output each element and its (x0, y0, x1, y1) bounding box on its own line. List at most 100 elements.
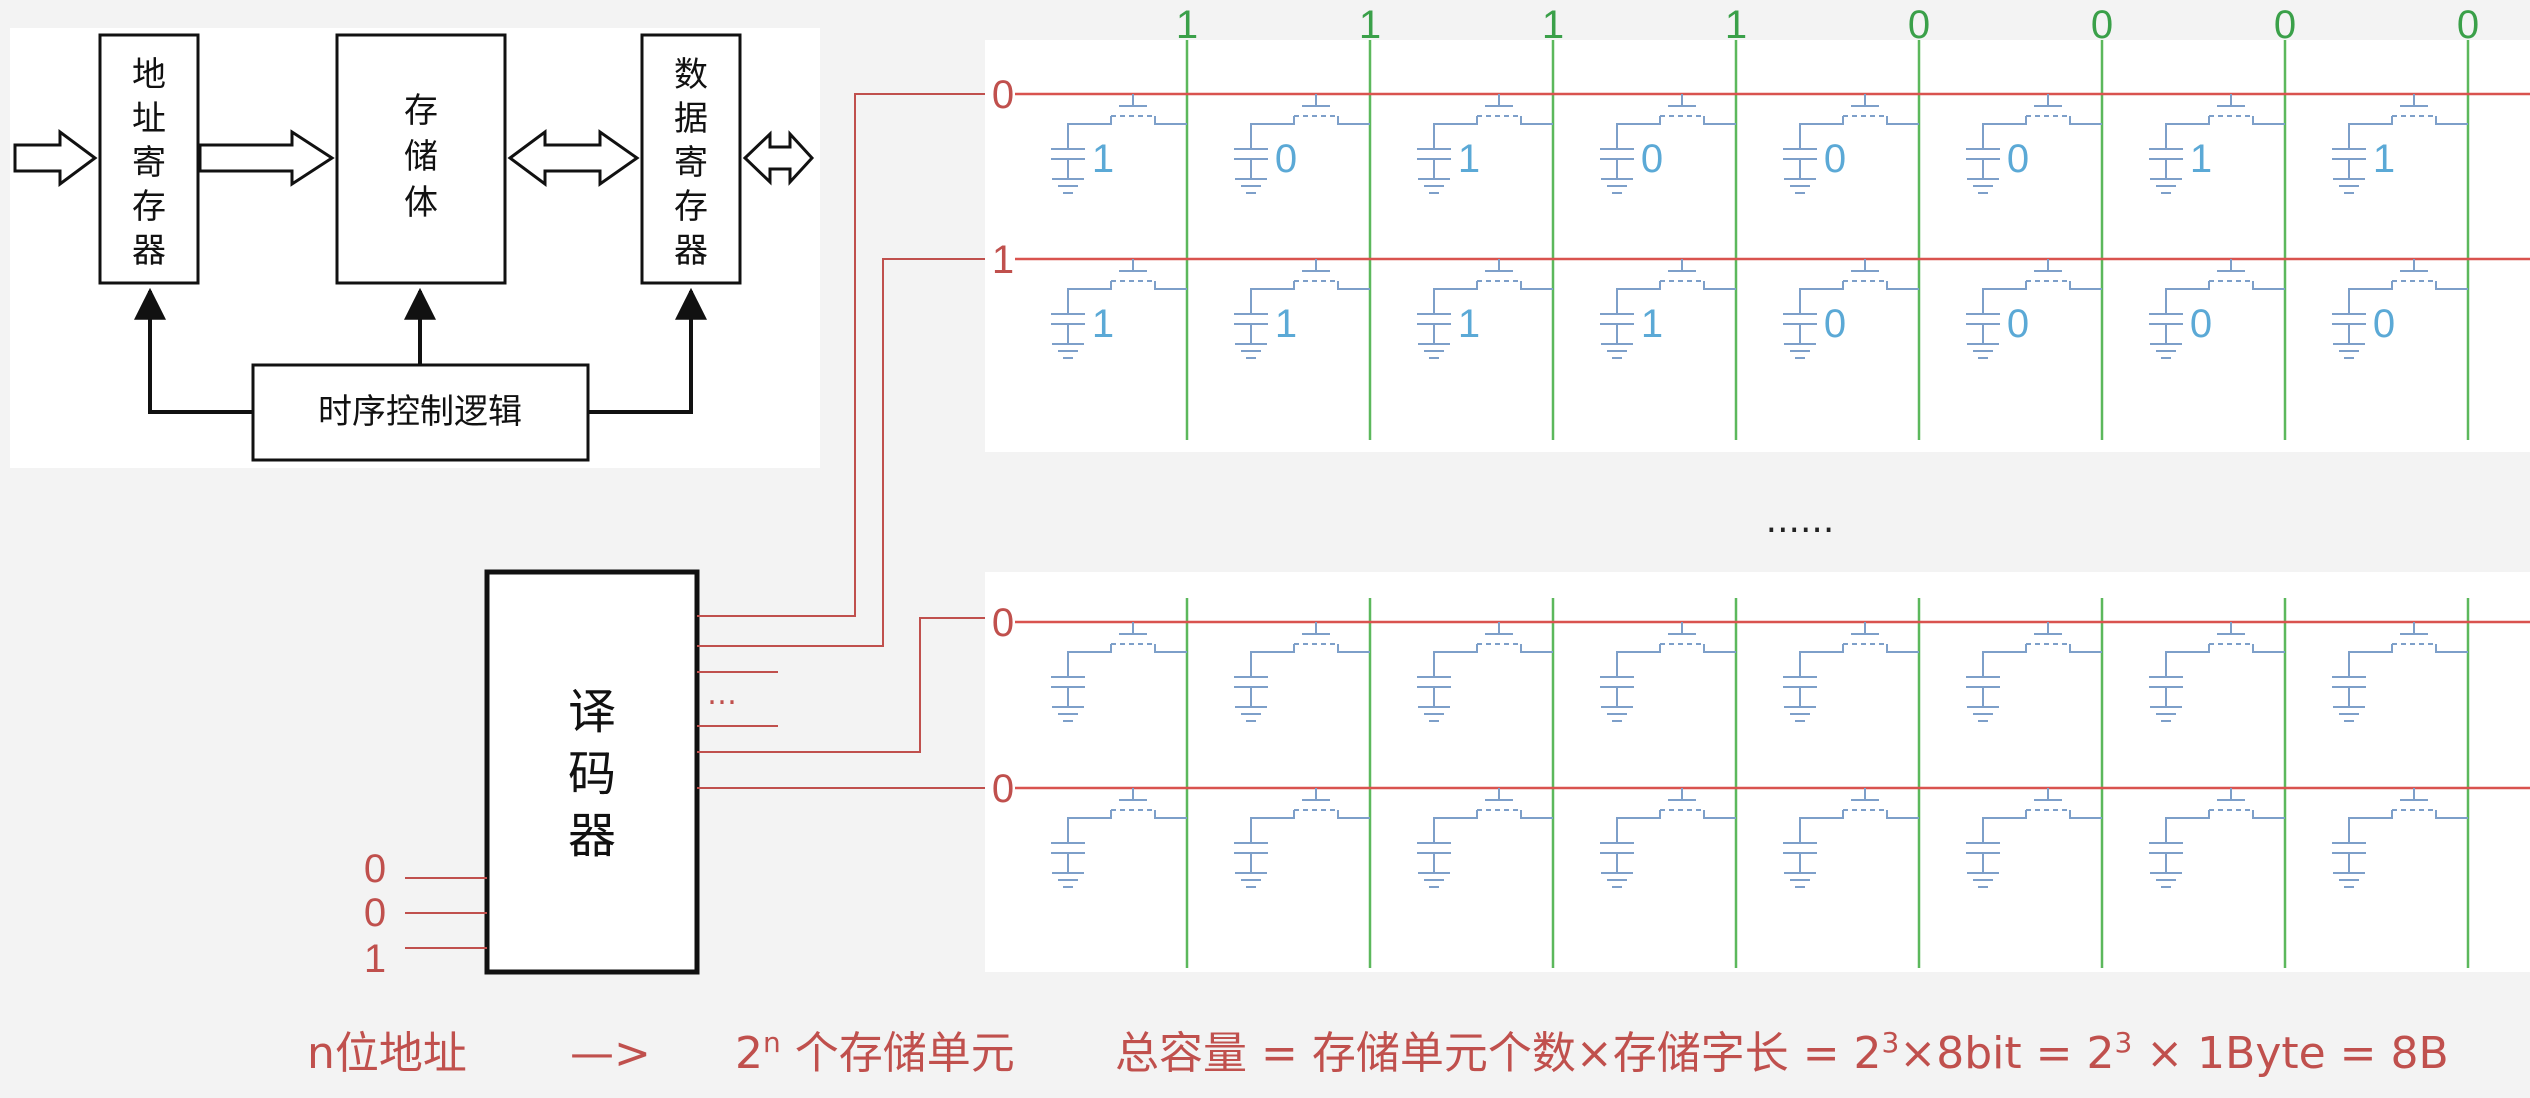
memory-cell (2149, 622, 2285, 722)
formula-base: 2 (735, 1028, 763, 1079)
bit-line-value: 1 (1725, 3, 1747, 47)
timing-logic-label: 时序控制逻辑 (318, 392, 522, 432)
cell-value: 1 (1092, 302, 1114, 346)
memory-cell (1051, 622, 1187, 722)
memory-body-char: 存 (404, 91, 438, 131)
formula-exponent: 3 (1882, 1026, 1900, 1059)
capacity-formula: n位地址 —> 2n 个存储单元 总容量 = 存储单元个数×存储字长 = 23×… (307, 1026, 2449, 1079)
memory-cell (2332, 94, 2468, 194)
memory-cell (2332, 622, 2468, 722)
data-register-box (640, 33, 742, 285)
address-bit: 1 (364, 937, 386, 981)
cell-value: 0 (2190, 302, 2212, 346)
memory-data-bidirectional-arrow-icon (507, 129, 640, 187)
formula-units-text: 个存储单元 (781, 1028, 1015, 1079)
cell-value: 0 (1824, 302, 1846, 346)
block-diagram: 地 址 寄 存 器 存 储 体 数 据 寄 存 器 时序控制逻辑 (10, 28, 820, 468)
memory-cell (1234, 259, 1370, 359)
address-register-char: 址 (132, 99, 166, 139)
memory-array: 0 1 0 1 0 0 0 1 1 1 1 1 1 1 0 0 0 0 0 0 (985, 40, 2530, 972)
rows-ellipsis: ...... (1766, 500, 1835, 541)
memory-cell (1600, 94, 1736, 194)
data-register-char: 数 (674, 55, 708, 95)
memory-row: 0 1 0 1 0 0 0 1 1 (992, 73, 2530, 194)
bit-line-value: 0 (1908, 3, 1930, 47)
data-register-char: 存 (674, 187, 708, 227)
memory-row: 0 (992, 601, 2530, 722)
address-register-label: 地 址 寄 存 器 (132, 55, 166, 271)
memory-cell (1600, 259, 1736, 359)
array-panel (985, 572, 2530, 972)
control-lines (134, 287, 707, 414)
memory-cell (1234, 94, 1370, 194)
cell-value: 1 (1641, 302, 1663, 346)
word-line-value: 0 (992, 601, 1014, 645)
formula-total-suffix: × 1Byte = 8B (2132, 1028, 2448, 1079)
decoder-output-ellipsis: … (707, 677, 737, 712)
bit-line-value: 1 (1176, 3, 1198, 47)
cell-value: 0 (2373, 302, 2395, 346)
memory-cell (2149, 788, 2285, 888)
bit-line-value: 1 (1542, 3, 1564, 47)
memory-cell (1417, 259, 1553, 359)
decoder-box (484, 569, 700, 975)
data-register-char: 寄 (674, 143, 708, 183)
formula-arrow: —> (570, 1028, 651, 1079)
cell-value: 1 (1092, 137, 1114, 181)
formula-total-mid: ×8bit = 2 (1899, 1028, 2114, 1079)
bit-line-value: 1 (1359, 3, 1381, 47)
address-bit: 0 (364, 891, 386, 935)
cell-value: 1 (2373, 137, 2395, 181)
address-register-char: 存 (132, 187, 166, 227)
decoder-char: 码 (568, 746, 616, 802)
memory-cell (1966, 788, 2102, 888)
memory-body-label: 存 储 体 (404, 91, 438, 223)
decoder-char: 译 (568, 684, 616, 740)
memory-body-char: 储 (404, 137, 438, 177)
cell-value: 1 (1458, 137, 1480, 181)
array-panel (985, 40, 2530, 452)
formula-exponent: 3 (2114, 1026, 2132, 1059)
cell-value: 0 (1824, 137, 1846, 181)
memory-cell (1051, 94, 1187, 194)
word-line-value: 1 (992, 238, 1014, 282)
decoder-char: 器 (568, 808, 616, 864)
cell-value: 0 (2007, 137, 2029, 181)
memory-cell (1783, 259, 1919, 359)
bit-line-value: 0 (2457, 3, 2479, 47)
cell-value: 0 (1641, 137, 1663, 181)
cell-value: 0 (1275, 137, 1297, 181)
address-register-box (98, 33, 200, 285)
address-register-char: 地 (132, 55, 166, 95)
data-register-char: 据 (674, 99, 708, 139)
cell-value: 0 (2007, 302, 2029, 346)
word-line-value: 0 (992, 73, 1014, 117)
address-register-char: 寄 (132, 143, 166, 183)
memory-row: 0 (992, 767, 2530, 888)
memory-cell (1600, 788, 1736, 888)
cell-value: 1 (1275, 302, 1297, 346)
memory-body-char: 体 (404, 183, 438, 223)
formula-address-bits: n位地址 (307, 1028, 467, 1079)
memory-cell (1234, 622, 1370, 722)
memory-cell (2149, 94, 2285, 194)
memory-cell (1051, 788, 1187, 888)
memory-cell (1966, 94, 2102, 194)
address-register-char: 器 (132, 231, 166, 271)
cell-value: 1 (1458, 302, 1480, 346)
timing-logic-box (251, 363, 590, 462)
memory-cell (2149, 259, 2285, 359)
cell-value: 1 (2190, 137, 2212, 181)
formula-total-prefix: 总容量 = 存储单元个数×存储字长 = 2 (1115, 1028, 1882, 1079)
memory-cell (1234, 788, 1370, 888)
formula-unit-count: 2n 个存储单元 (735, 1026, 1015, 1079)
decoder-input-lines (405, 877, 487, 949)
memory-cell (2332, 788, 2468, 888)
bit-lines (1185, 40, 2470, 968)
memory-cell (1051, 259, 1187, 359)
memory-cell (1783, 788, 1919, 888)
decoder-output-lines (697, 93, 990, 789)
memory-cell (1966, 622, 2102, 722)
memory-cell (1417, 788, 1553, 888)
